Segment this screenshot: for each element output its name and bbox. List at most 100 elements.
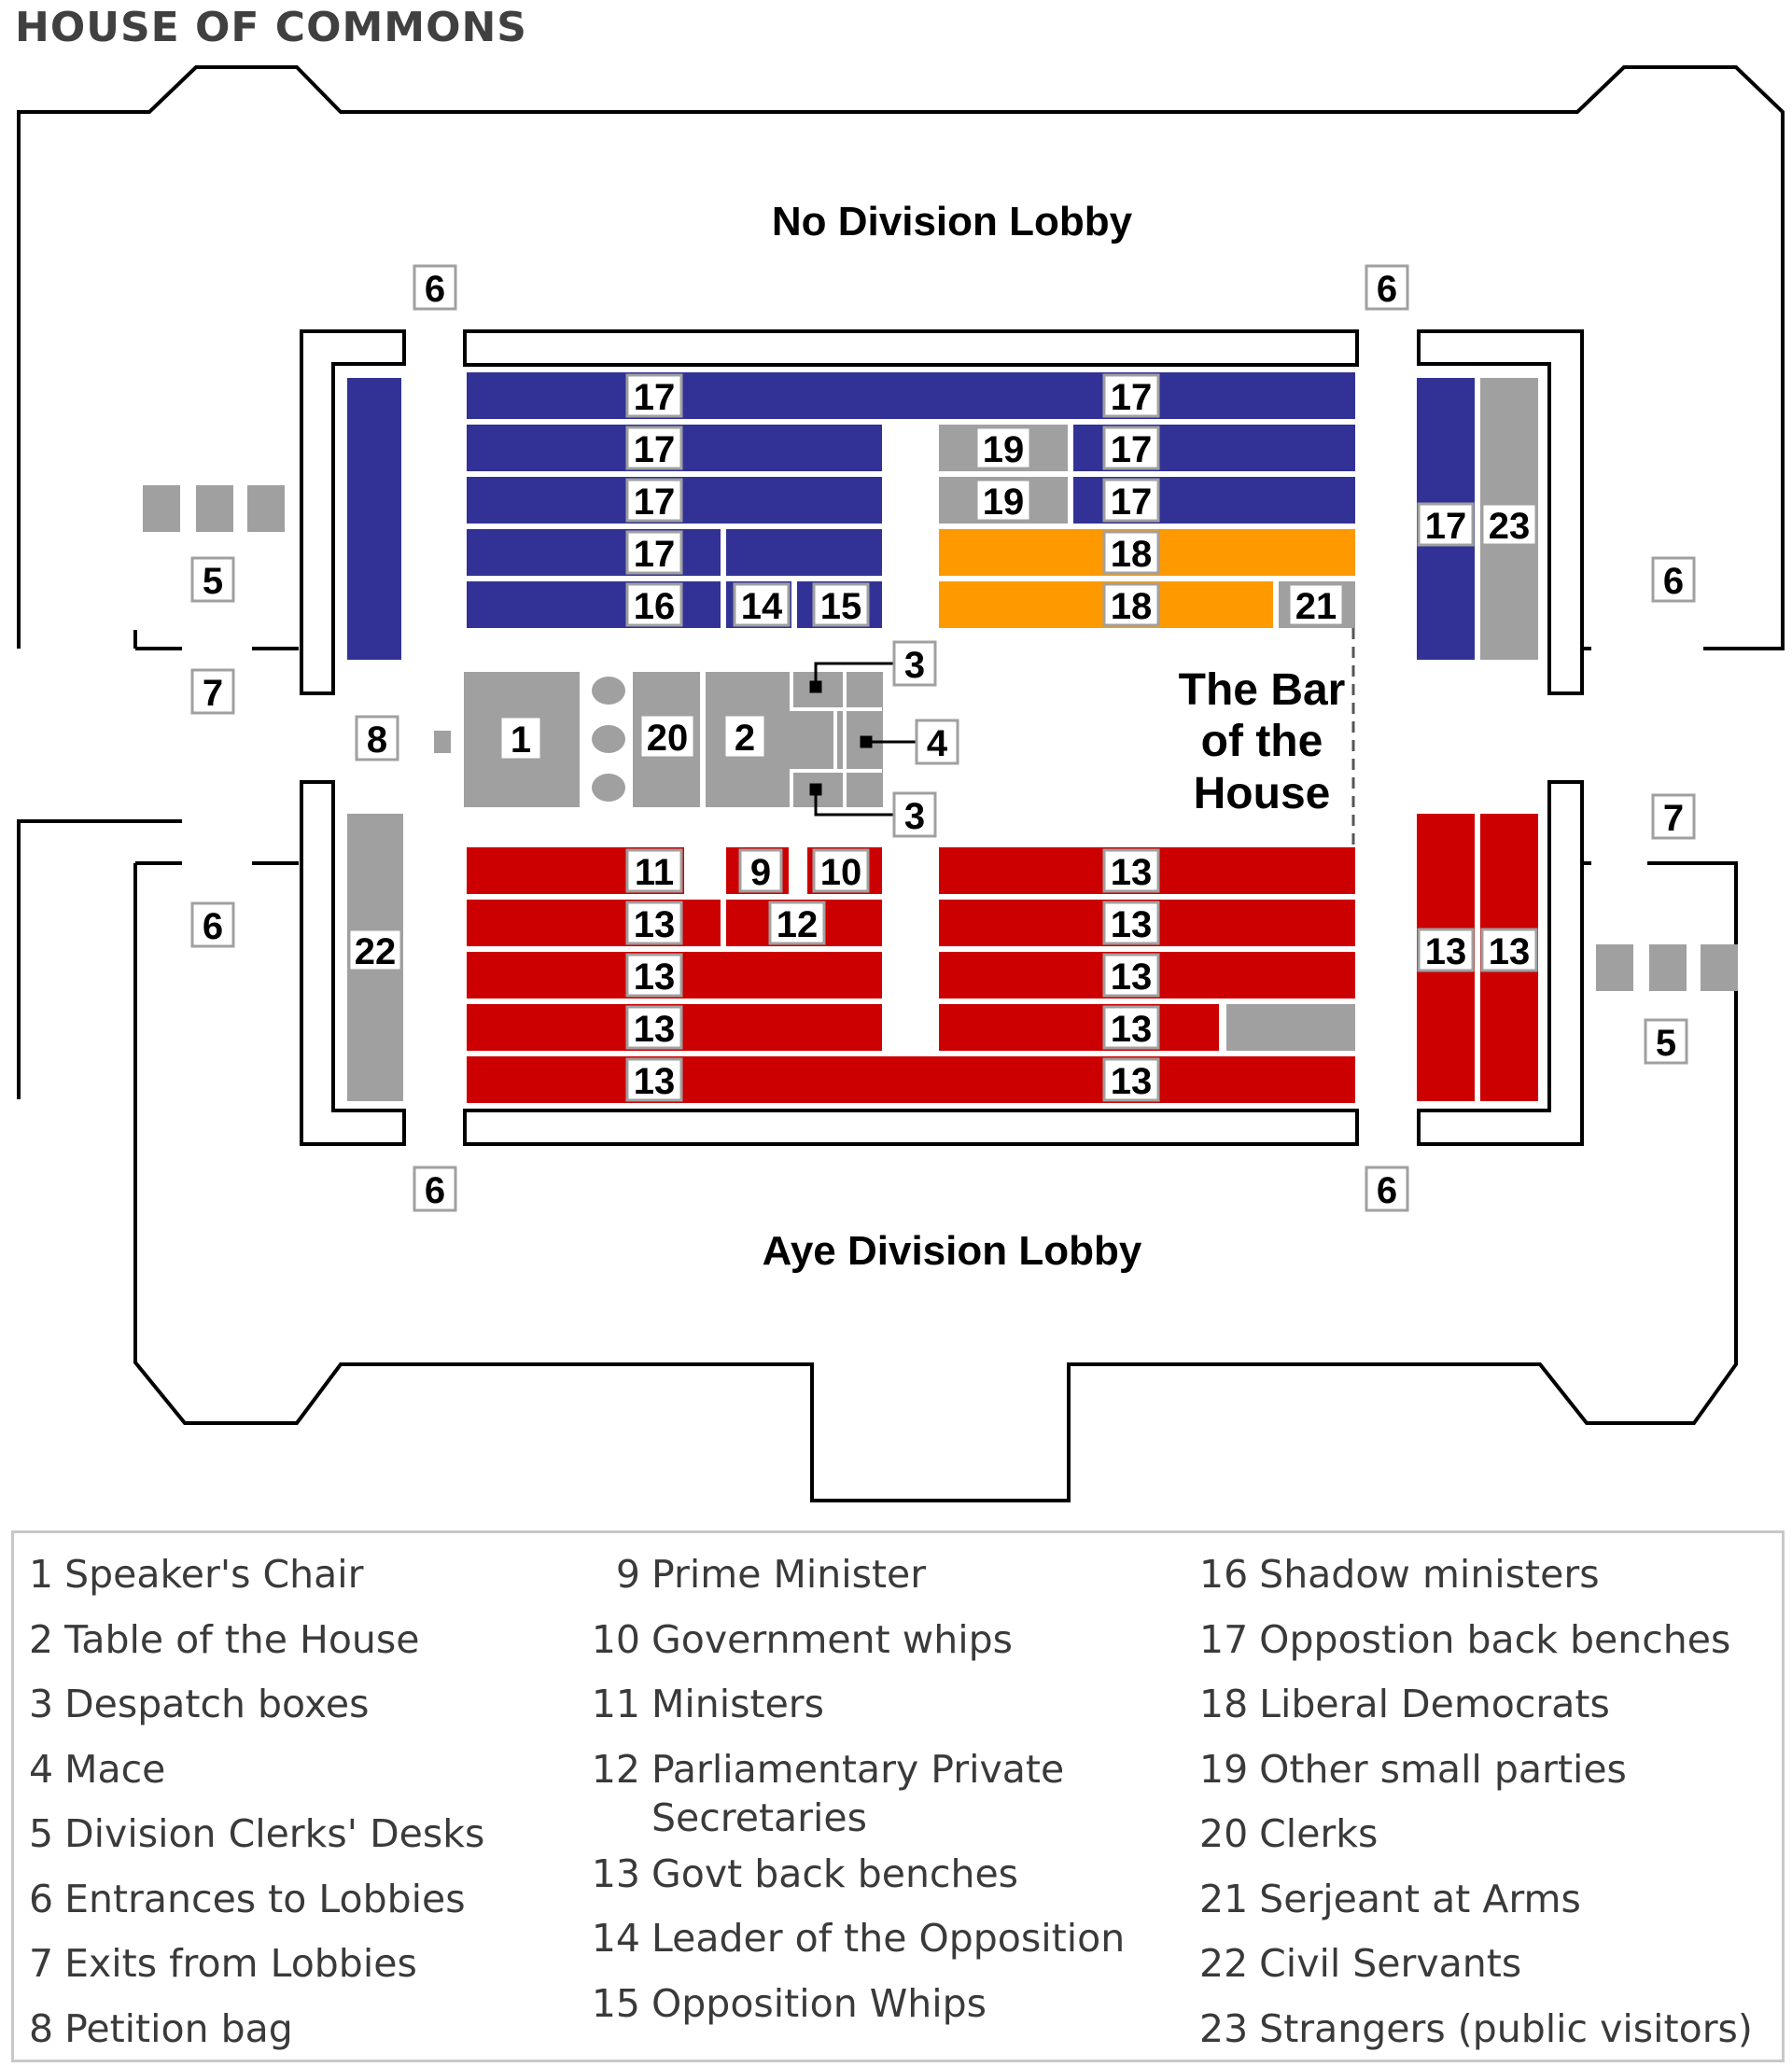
svg-text:17: 17 bbox=[1111, 429, 1153, 470]
bar-label-2: of the bbox=[1201, 717, 1323, 766]
tag-17-r2a: 17 bbox=[625, 426, 683, 470]
svg-text:4: 4 bbox=[927, 723, 948, 764]
tag-6-nw: 6 bbox=[413, 264, 457, 311]
tag-6-west: 6 bbox=[190, 901, 235, 948]
tag-13-r5b: 13 bbox=[1102, 1057, 1160, 1102]
svg-text:17: 17 bbox=[1425, 506, 1467, 547]
tag-13-side-a: 13 bbox=[1417, 928, 1475, 972]
svg-text:23: 23 bbox=[1489, 506, 1531, 547]
tag-13-r2b: 13 bbox=[1102, 901, 1160, 945]
tag-13-r3a: 13 bbox=[625, 953, 683, 998]
svg-text:17: 17 bbox=[1111, 482, 1153, 523]
svg-text:13: 13 bbox=[1111, 852, 1153, 893]
svg-text:18: 18 bbox=[1111, 534, 1153, 575]
division-clerks-desks bbox=[143, 485, 1738, 991]
svg-text:6: 6 bbox=[203, 906, 223, 947]
svg-text:17: 17 bbox=[634, 429, 676, 470]
tag-4: 4 bbox=[915, 719, 959, 765]
svg-text:17: 17 bbox=[634, 534, 676, 575]
bar-label-3: House bbox=[1194, 769, 1331, 818]
svg-text:13: 13 bbox=[634, 1061, 676, 1102]
tag-1: 1 bbox=[498, 715, 543, 761]
tag-13-r4a: 13 bbox=[625, 1005, 683, 1050]
tag-17-r4a: 17 bbox=[625, 530, 683, 575]
tag-13-r5a: 13 bbox=[625, 1057, 683, 1102]
tag-10: 10 bbox=[812, 848, 870, 893]
tag-7-west: 7 bbox=[190, 668, 235, 715]
svg-text:9: 9 bbox=[750, 852, 771, 893]
tag-6-ne: 6 bbox=[1365, 264, 1409, 311]
tag-9: 9 bbox=[738, 848, 783, 893]
tag-14: 14 bbox=[733, 582, 791, 627]
number-tags: 6 6 6 6 6 6 5 5 7 7 8 1 20 2 3 3 4 17 17… bbox=[190, 264, 1696, 1212]
svg-text:7: 7 bbox=[1663, 798, 1684, 839]
svg-text:6: 6 bbox=[1663, 561, 1684, 602]
svg-text:12: 12 bbox=[777, 904, 819, 945]
chamber-walls bbox=[300, 329, 1584, 1146]
building-outline-north bbox=[17, 65, 1785, 650]
tag-17-side: 17 bbox=[1417, 502, 1475, 547]
svg-text:14: 14 bbox=[741, 586, 783, 627]
tag-13-r2a: 13 bbox=[625, 901, 683, 945]
svg-text:21: 21 bbox=[1295, 586, 1337, 627]
svg-text:19: 19 bbox=[983, 482, 1025, 523]
svg-text:13: 13 bbox=[1425, 931, 1467, 972]
aye-division-lobby-label: Aye Division Lobby bbox=[763, 1228, 1142, 1274]
no-division-lobby-label: No Division Lobby bbox=[772, 199, 1133, 244]
svg-text:8: 8 bbox=[367, 719, 387, 761]
svg-text:15: 15 bbox=[820, 586, 862, 627]
svg-text:6: 6 bbox=[425, 269, 445, 310]
svg-text:13: 13 bbox=[1111, 1061, 1153, 1102]
svg-text:6: 6 bbox=[1377, 269, 1397, 310]
svg-text:17: 17 bbox=[1111, 377, 1153, 418]
svg-text:1: 1 bbox=[511, 719, 531, 761]
tag-17-r1a: 17 bbox=[625, 373, 683, 418]
svg-text:6: 6 bbox=[1377, 1170, 1397, 1211]
tag-6-se: 6 bbox=[1365, 1166, 1409, 1212]
svg-text:13: 13 bbox=[634, 957, 676, 998]
floor-plan: No Division Lobby Aye Division Lobby bbox=[17, 65, 1785, 1502]
svg-text:17: 17 bbox=[634, 377, 676, 418]
svg-text:20: 20 bbox=[647, 718, 689, 759]
svg-text:10: 10 bbox=[820, 852, 862, 893]
tag-13-r1b: 13 bbox=[1102, 848, 1160, 893]
page-title: HOUSE OF COMMONS bbox=[15, 4, 527, 51]
svg-text:13: 13 bbox=[634, 1009, 676, 1050]
svg-text:11: 11 bbox=[635, 852, 674, 893]
tag-13-r3b: 13 bbox=[1102, 953, 1160, 998]
tag-17-r3b: 17 bbox=[1102, 478, 1160, 523]
tag-19-r3: 19 bbox=[974, 478, 1032, 523]
building-outline-south bbox=[17, 819, 1738, 1502]
bar-label-1: The Bar bbox=[1179, 665, 1346, 715]
tag-18-r5: 18 bbox=[1102, 582, 1160, 627]
tag-11: 11 bbox=[625, 848, 683, 893]
tag-13-side-b: 13 bbox=[1480, 928, 1538, 972]
tag-13-r4b: 13 bbox=[1102, 1005, 1160, 1050]
tag-17-r2b: 17 bbox=[1102, 426, 1160, 470]
tag-22: 22 bbox=[347, 928, 403, 972]
tag-17-r3a: 17 bbox=[625, 478, 683, 523]
tag-7-east: 7 bbox=[1651, 793, 1696, 840]
svg-text:3: 3 bbox=[904, 645, 925, 686]
svg-text:16: 16 bbox=[634, 586, 676, 627]
